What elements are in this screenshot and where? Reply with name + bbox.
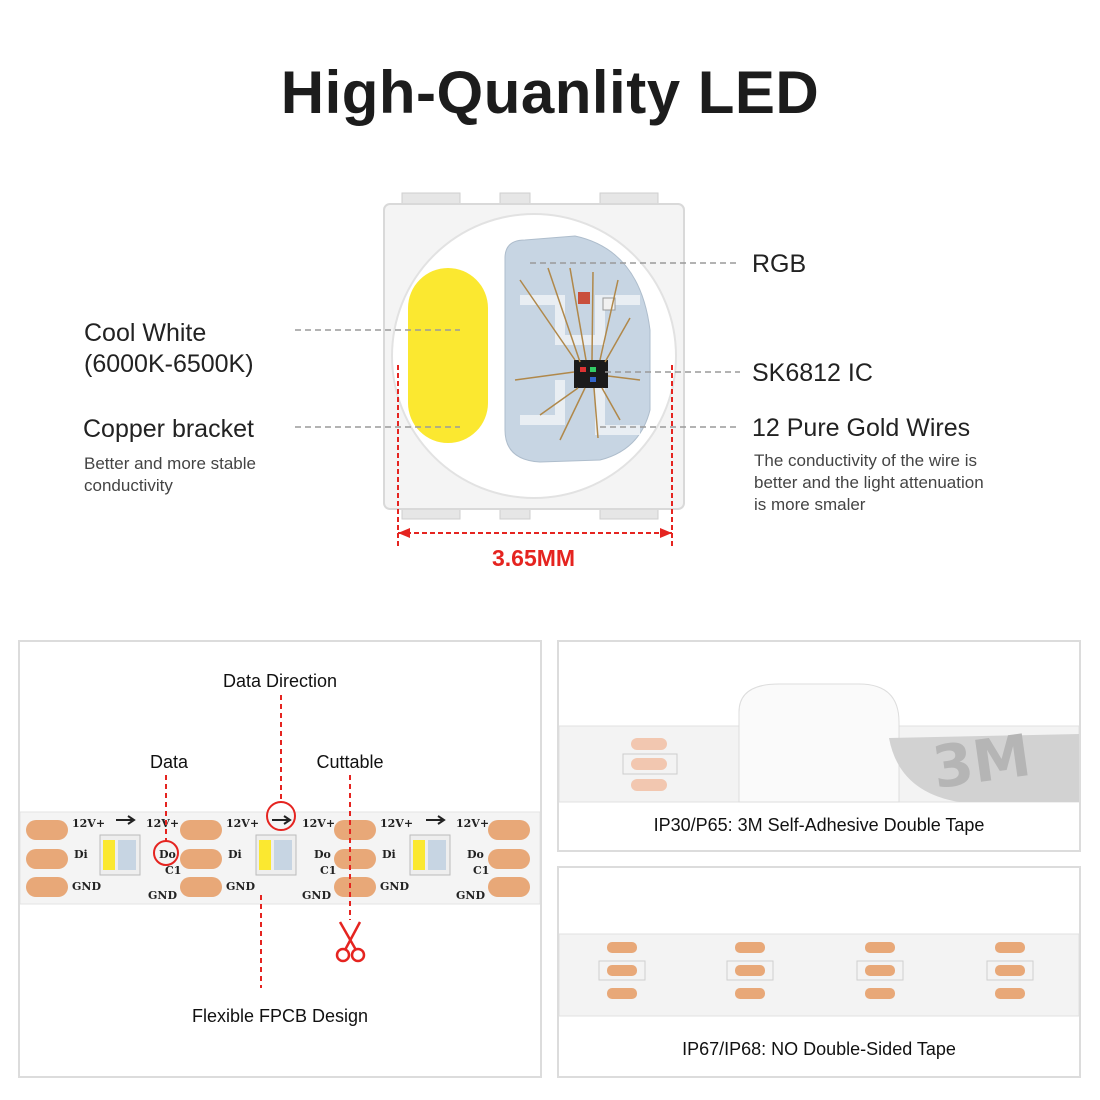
pad-label: 12V+ (72, 817, 105, 830)
pad-label: Di (228, 848, 242, 861)
page-title: High-Quanlity LED (280, 59, 820, 126)
tape-liner (889, 734, 1079, 802)
scissors-icon (335, 921, 366, 963)
svg-text:3M: 3M (928, 721, 1035, 802)
pad-label: Di (382, 848, 396, 861)
pad-label: 12V+ (380, 817, 413, 830)
arrow-right-icon (116, 815, 136, 825)
pad-label: 12V+ (226, 817, 259, 830)
no-tape-illustration (559, 933, 1079, 1017)
pad-label: Di (74, 848, 88, 861)
direction-marker-circle (266, 801, 296, 831)
pad-label: C1 (165, 864, 181, 877)
ic-chip (574, 360, 608, 388)
pad-label: GND (226, 880, 255, 893)
gold-wires-description: The conductivity of the wire is better a… (754, 451, 984, 514)
pad-label: GND (148, 889, 177, 902)
pad-label: C1 (473, 864, 489, 877)
pad-label: Do (467, 848, 484, 861)
pad-label: Do (314, 848, 331, 861)
led-chip (409, 834, 451, 876)
led-diagram (295, 192, 740, 548)
tape-caption: IP30/P65: 3M Self-Adhesive Double Tape (653, 815, 985, 835)
pad-label: GND (456, 889, 485, 902)
pad-label: GND (380, 880, 409, 893)
pad-label: GND (72, 880, 101, 893)
ic-label: SK6812 IC (752, 359, 873, 387)
pad-label: GND (302, 889, 331, 902)
copper-bracket-label: Copper bracket (83, 415, 254, 443)
arrow-right-icon (426, 815, 446, 825)
copper-bracket-area (504, 235, 651, 463)
copper-bracket-description: Better and more stable conductivity (84, 454, 256, 495)
data-direction-label: Data Direction (222, 671, 338, 691)
gold-wires-label: 12 Pure Gold Wires (752, 414, 971, 442)
pad-label: 12V+ (456, 817, 489, 830)
no-tape-caption: IP67/IP68: NO Double-Sided Tape (682, 1039, 956, 1059)
cool-white-label: Cool White (6000K-6500K) (84, 319, 254, 378)
data-label: Data (149, 752, 189, 772)
cool-white-chip (408, 268, 488, 443)
led-chip (99, 834, 141, 876)
tape-illustration: 3M (559, 683, 1079, 803)
dimension-label: 3.65MM (492, 545, 576, 571)
rgb-label: RGB (752, 250, 807, 278)
pad-label: 12V+ (302, 817, 335, 830)
led-strip-illustration: 12V+ 12V+ 12V+ 12V+ 12V+ 12V+ Di Di Di D… (20, 695, 540, 988)
arrow-right-icon (272, 815, 292, 825)
led-chip (255, 834, 297, 876)
pad-label: C1 (320, 864, 336, 877)
cuttable-label: Cuttable (316, 752, 384, 772)
fpcb-label: Flexible FPCB Design (191, 1006, 369, 1026)
pad-label: 12V+ (146, 817, 179, 830)
pad-label: Do (159, 848, 176, 861)
tape-peel (738, 683, 900, 803)
